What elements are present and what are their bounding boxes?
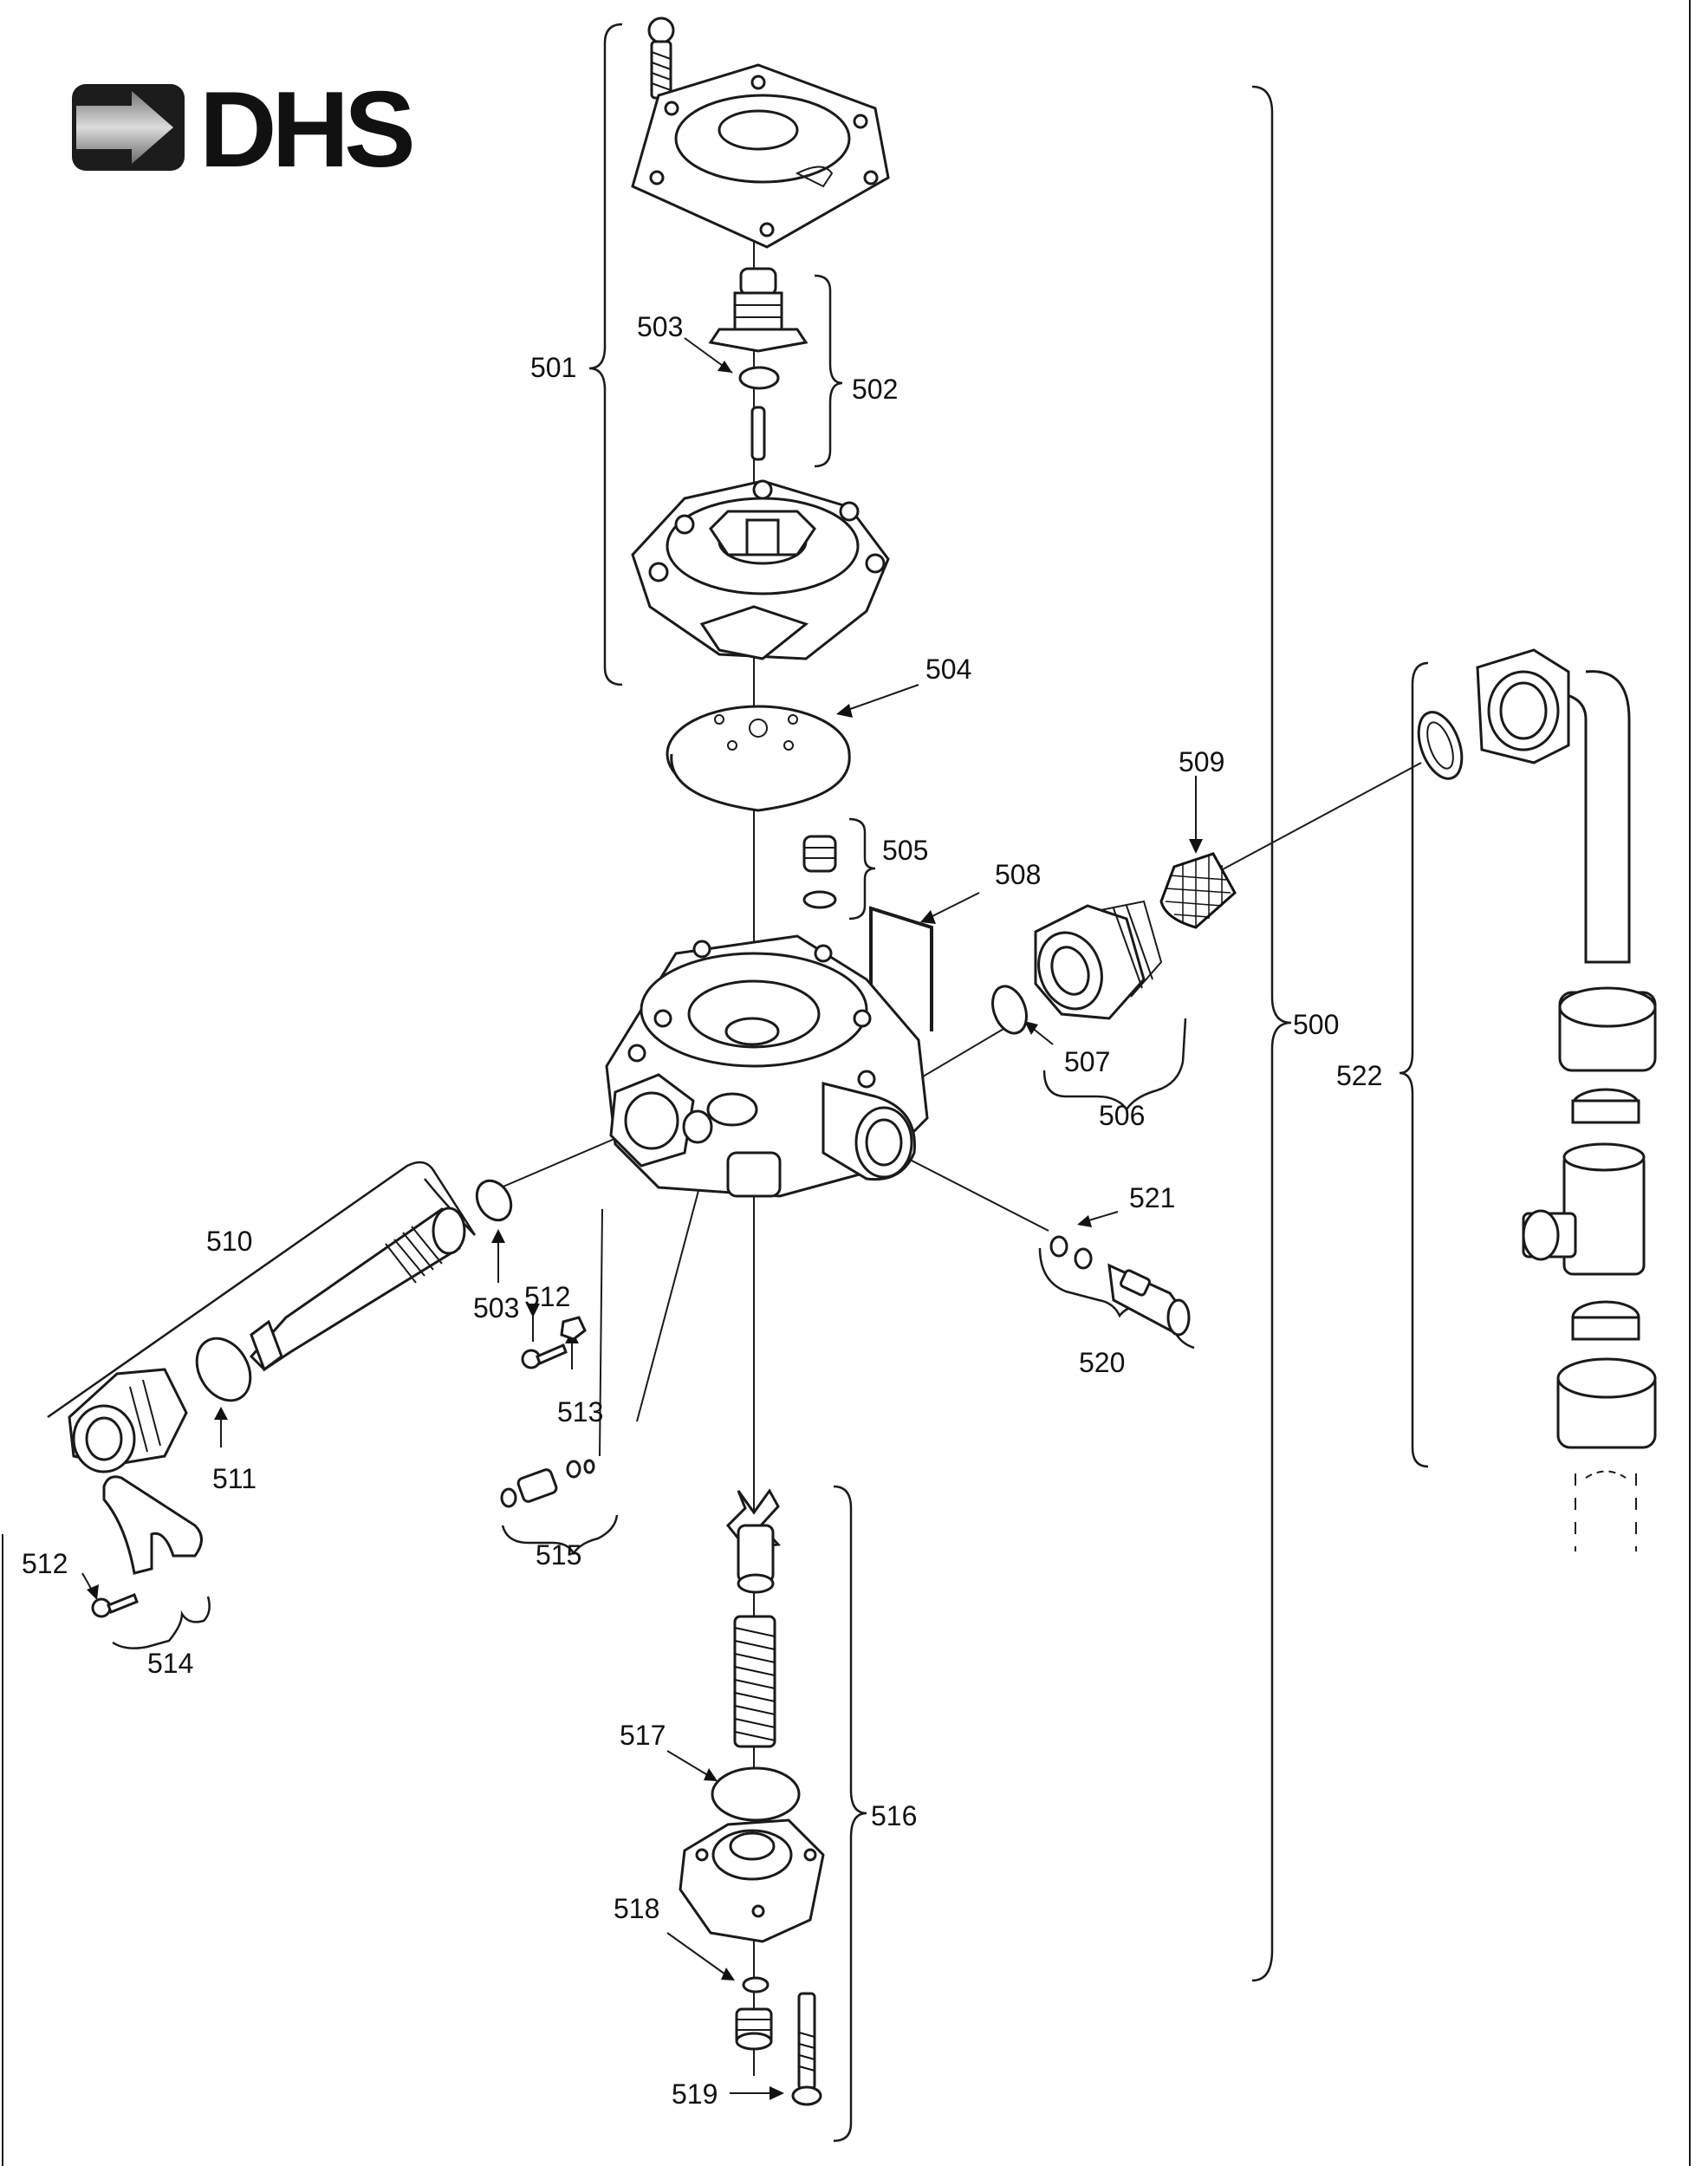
nut-513-icon — [560, 1316, 587, 1341]
brace-515 — [501, 1514, 619, 1556]
lower-left-axis-2 — [599, 1208, 603, 1457]
main-valve-body-icon — [605, 934, 929, 1198]
label-510: 510 — [206, 1226, 252, 1257]
brace-510 — [47, 1161, 477, 1419]
label-517: 517 — [620, 1720, 666, 1751]
lower-cap-icon — [679, 1818, 825, 1943]
label-518: 518 — [614, 1893, 659, 1924]
oring-503-mid-icon — [475, 1179, 513, 1222]
washer-522-icon — [1417, 711, 1464, 780]
arrow-icon — [76, 91, 173, 164]
label-504: 504 — [925, 654, 971, 685]
brace-501 — [588, 23, 623, 686]
label-503-mid: 503 — [473, 1292, 519, 1324]
lower-left-axis-1 — [636, 1161, 707, 1422]
label-520: 520 — [1079, 1347, 1125, 1378]
spring-icon — [733, 1615, 776, 1748]
leader-arrows — [81, 337, 1203, 2100]
pilot-valve-icon — [708, 267, 809, 353]
adapter-left-icon — [68, 1368, 188, 1473]
bypass-stem-510-icon — [249, 1207, 466, 1372]
check-valve-516-icon — [725, 1488, 782, 1594]
clip-508-icon — [869, 906, 933, 1031]
logo-text: DHS — [199, 70, 412, 190]
brace-514 — [112, 1596, 211, 1649]
brace-506 — [1042, 1018, 1187, 1112]
strainer-509-icon — [1159, 852, 1237, 929]
top-screw-icon — [647, 16, 675, 100]
label-502: 502 — [852, 374, 898, 405]
oring-503-top-icon — [738, 366, 780, 390]
label-515: 515 — [536, 1539, 581, 1571]
diaphragm-icon — [666, 705, 851, 812]
label-522: 522 — [1336, 1060, 1382, 1091]
pipe-assembly-522-icon — [1476, 648, 1657, 1551]
oring-518-icon — [742, 1976, 770, 1994]
upper-housing-icon — [631, 479, 890, 660]
brace-505 — [848, 817, 876, 920]
dhs-logo: DHS — [72, 70, 417, 190]
part-515-icon — [500, 1459, 595, 1508]
pin-icon — [750, 406, 766, 461]
label-514: 514 — [147, 1648, 193, 1679]
label-513: 513 — [557, 1396, 603, 1428]
lower-nut-icon — [735, 2007, 773, 2051]
label-505: 505 — [882, 835, 928, 866]
brace-500 — [1251, 85, 1292, 1982]
left-port-axis — [480, 1130, 633, 1197]
label-507: 507 — [1064, 1046, 1110, 1077]
brace-516 — [833, 1485, 867, 2143]
label-503-top: 503 — [637, 311, 683, 342]
oring-517-icon — [711, 1766, 801, 1822]
label-501: 501 — [530, 352, 576, 383]
label-506: 506 — [1099, 1100, 1145, 1131]
adapter-506-icon — [1034, 900, 1163, 1020]
part-520-icon — [1049, 1235, 1191, 1337]
label-521: 521 — [1129, 1182, 1175, 1213]
label-511: 511 — [212, 1463, 257, 1494]
oring-507-icon — [991, 985, 1028, 1035]
brace-522 — [1399, 661, 1429, 1468]
label-516: 516 — [871, 1800, 917, 1831]
clip-514-icon — [102, 1475, 203, 1575]
label-519: 519 — [672, 2078, 718, 2110]
label-508: 508 — [995, 859, 1041, 890]
oring-511-icon — [195, 1337, 252, 1402]
spring-505-icon — [802, 835, 837, 909]
label-500: 500 — [1293, 1009, 1339, 1040]
label-512-left: 512 — [22, 1548, 68, 1579]
top-cover-plate-icon — [631, 63, 890, 249]
brace-502 — [814, 274, 843, 468]
label-512-mid: 512 — [524, 1281, 570, 1312]
screw-519-icon — [791, 1992, 822, 2106]
screw-512-mid-icon — [521, 1343, 568, 1369]
screw-512-left-icon — [91, 1593, 139, 1618]
label-509: 509 — [1179, 746, 1224, 777]
